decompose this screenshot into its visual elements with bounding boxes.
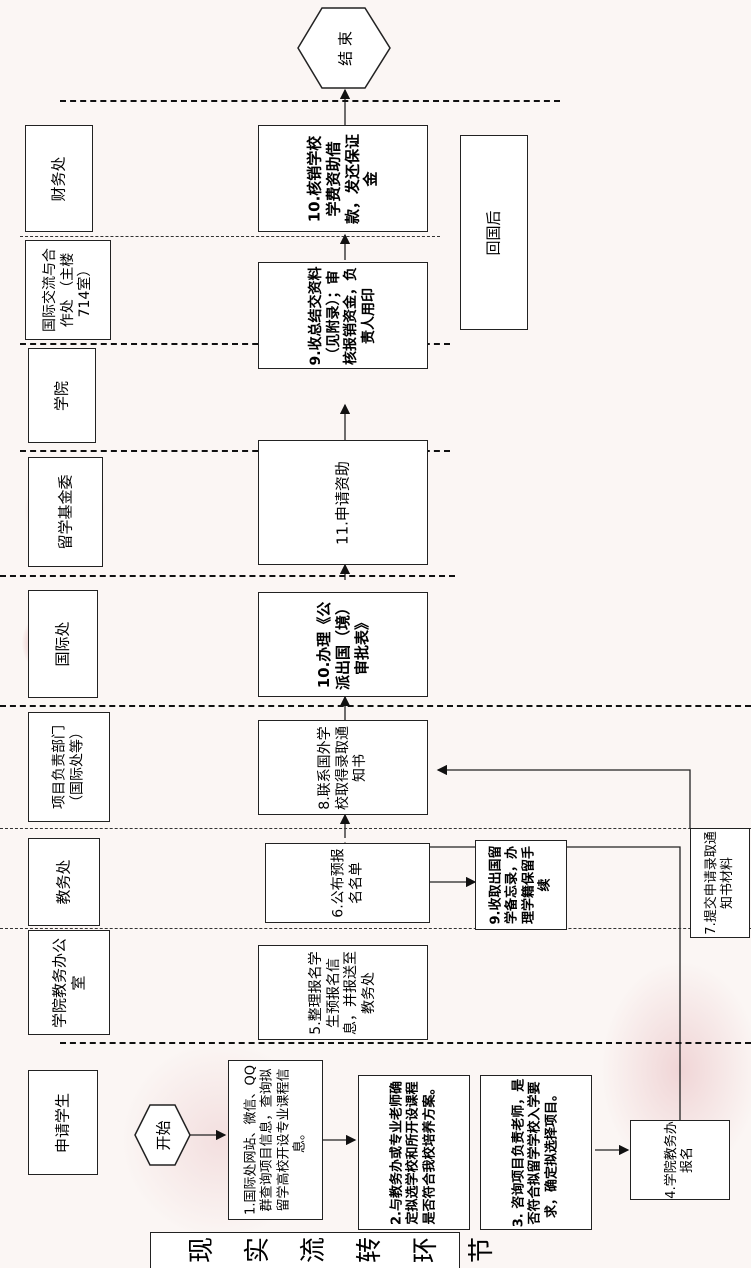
step9b-box: 9.收总结交资料（见附录）；审核报销资金，负责人用印 xyxy=(258,262,428,369)
step8-box: 8.联系国外学校取得录取通知书 xyxy=(258,720,428,815)
lane-divider-7 xyxy=(0,828,751,829)
start-label: 开始 xyxy=(153,1113,174,1159)
step3-box: 3. 咨询项目负责老师，是否符合拟留学学校入学要求，确定拟选择项目。 xyxy=(480,1075,592,1230)
lane-header-finance: 财务处 xyxy=(25,125,93,232)
caption-char-2: 实 xyxy=(245,1237,271,1263)
lane-divider-5 xyxy=(0,575,455,577)
step10b-box: 10.核销学校学费资助借款，发还保证金 xyxy=(258,125,428,232)
lane-header-college: 学院 xyxy=(28,348,96,443)
caption-char-6: 节 xyxy=(469,1237,495,1263)
step10a-box: 10.办理《公派出国（境）审批表》 xyxy=(258,592,428,697)
lane-divider-6 xyxy=(0,705,751,707)
lane-header-academic-affairs: 教务处 xyxy=(28,838,100,926)
end-label: 结 束 xyxy=(335,9,356,89)
step9a-box: 9.收取出国留学备忘录，办理学籍保留手续 xyxy=(475,840,567,930)
lane-divider-9 xyxy=(60,1042,751,1044)
lane-header-applicant: 申请学生 xyxy=(28,1070,98,1175)
step11-box: 11.申请资助 xyxy=(258,440,428,565)
lane-divider-2 xyxy=(20,236,440,237)
lane-divider-1 xyxy=(60,100,560,102)
caption-char-4: 转 xyxy=(357,1237,383,1263)
caption-char-5: 环 xyxy=(413,1237,439,1263)
step2-box: 2.与教务办或专业老师确定拟选学校和所开设课程是否符合我校培养方案。 xyxy=(358,1075,470,1230)
lane-divider-8 xyxy=(0,928,751,929)
step4-box: 4.学院教务办报名 xyxy=(630,1120,730,1200)
step1-box: 1.国际处网站、微信、QQ群查询项目信息，查询拟留学高校开设专业课程信息。 xyxy=(228,1060,323,1220)
caption-box: 现 实 流 转 环 节 xyxy=(150,1232,460,1268)
step7-box: 7.提交申请录取通知书材料 xyxy=(690,828,750,938)
step6-box: 6.公布预报名名单 xyxy=(265,843,430,923)
back-to-country-box: 回国后 xyxy=(460,135,528,330)
lane-header-intl-office: 国际处 xyxy=(28,590,98,698)
lane-header-project-dept: 项目负责部门（国际处等） xyxy=(28,712,110,822)
lane-header-college-office: 学院教务办公室 xyxy=(28,930,110,1035)
caption-char-3: 流 xyxy=(301,1237,327,1263)
lane-header-csc: 留学基金委 xyxy=(28,457,103,567)
step5-box: 5.整理报名学生预报名信息，并报送至教务处 xyxy=(258,945,428,1040)
caption-char-1: 现 xyxy=(189,1237,215,1263)
lane-header-intl-exchange: 国际交流与合作处 （主楼714室） xyxy=(25,240,111,340)
